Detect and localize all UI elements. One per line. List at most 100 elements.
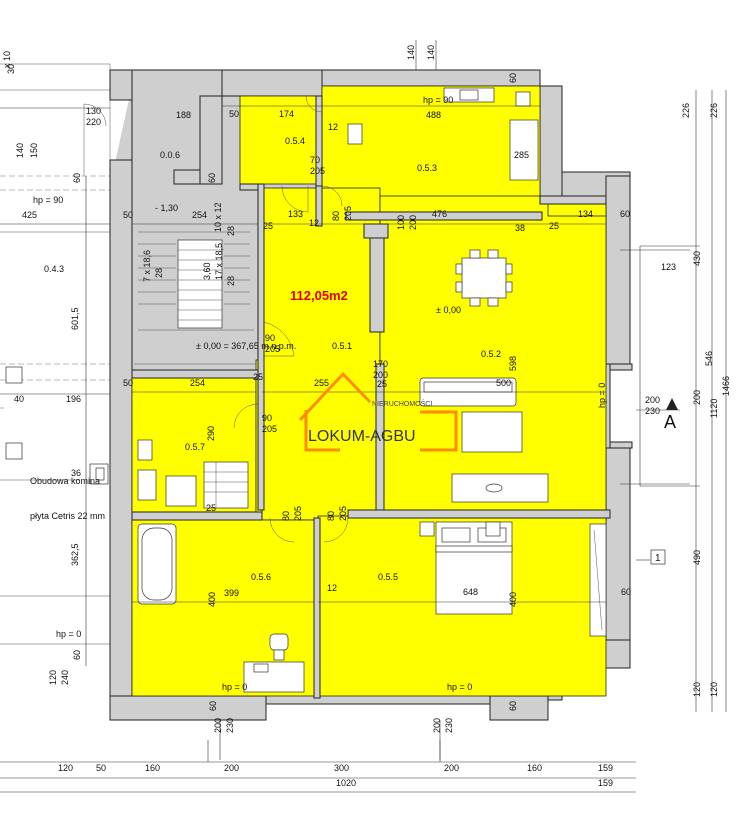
vertical-dimension-label: 290	[206, 426, 216, 441]
coffee-table	[461, 411, 523, 453]
dimension-label: 25	[206, 503, 216, 513]
vertical-dimension-label: 205	[293, 506, 303, 521]
dimension-label: 50	[123, 378, 133, 388]
room-0.5.4	[239, 95, 323, 185]
vertical-dimension-label: 120	[709, 682, 719, 697]
bathroom-sink	[137, 439, 153, 461]
dimension-label: 130	[86, 106, 101, 116]
dimension-label: 123	[661, 262, 676, 272]
dimension-label: 90	[262, 413, 272, 423]
section-mark-a: A	[664, 412, 676, 432]
dimension-label: 200	[645, 395, 660, 405]
desk	[243, 661, 305, 693]
room-labels: 0.5.10.5.20.5.30.5.40.5.50.5.60.5.70.0.6…	[44, 136, 501, 582]
dimension-label: 160	[527, 763, 542, 773]
dimension-label: 12	[309, 218, 319, 228]
dimension-label: 36	[71, 468, 81, 478]
dimension-label: 133	[288, 209, 303, 219]
doors	[83, 95, 349, 543]
dimension-label: 12	[327, 583, 337, 593]
dimension-label: 200	[444, 763, 459, 773]
dimension-label: 159	[598, 763, 613, 773]
room-label: 0.5.5	[378, 572, 398, 582]
dimension-label: 174	[279, 109, 294, 119]
dimension-label: hp = 0	[56, 629, 81, 639]
interior-walls	[131, 95, 633, 699]
dimension-label: 220	[86, 117, 101, 127]
dimension-label: 488	[426, 110, 441, 120]
dimension-label: 254	[190, 378, 205, 388]
dimension-label: hp = 90	[423, 95, 453, 105]
dimension-label: 425	[22, 210, 37, 220]
vertical-dimension-label: 120	[48, 670, 58, 685]
dimension-label: hp = 0	[447, 682, 472, 692]
vertical-dimension-label: 200	[692, 390, 702, 405]
vertical-dimension-label: 17 x 18,5	[214, 243, 224, 280]
vertical-dimension-label: 205	[343, 206, 353, 221]
dimension-label: 70	[310, 155, 320, 165]
vertical-dimension-label: 430	[692, 251, 702, 266]
vertical-dimension-label: 546	[704, 351, 714, 366]
dimension-label: 160	[145, 763, 160, 773]
dimension-label: 399	[224, 588, 239, 598]
vertical-dimension-label: 100	[396, 215, 406, 230]
dimension-label: 25	[549, 221, 559, 231]
vertical-dimension-label: 60	[208, 701, 218, 711]
dimension-label: 60	[621, 587, 631, 597]
dimension-label: 254	[192, 210, 207, 220]
vertical-dimension-label: 230	[444, 718, 454, 733]
dimension-label: hp = 0	[222, 682, 247, 692]
vertical-dimension-label: 60	[508, 701, 518, 711]
dimension-label: 60	[620, 209, 630, 219]
room-0.5.1	[261, 187, 381, 521]
vertical-dimension-label: 7 x 18,6	[142, 250, 152, 282]
dimension-label: hp = 90	[33, 195, 63, 205]
dimension-label: 205	[265, 344, 280, 354]
vertical-dimension-label: 205	[338, 506, 348, 521]
vertical-dimension-label: 60	[508, 73, 518, 83]
vertical-dimension-label: 60	[72, 173, 82, 183]
room-label: 0.5.2	[481, 349, 501, 359]
furniture	[137, 87, 607, 693]
detail-mark: 1	[655, 553, 661, 564]
staircase	[134, 231, 256, 509]
room-label: 0.5.7	[185, 442, 205, 452]
dimension-label: 12	[328, 122, 338, 132]
dimension-label: 25	[253, 372, 263, 382]
dimension-label: Obudowa komina	[30, 476, 100, 486]
dimension-label: 40	[14, 394, 24, 404]
dimension-label: 205	[262, 424, 277, 434]
vertical-dimension-label: 240	[60, 670, 70, 685]
total-area: 112,05m2	[290, 288, 348, 303]
vertical-dimension-label: 601,5	[70, 307, 80, 330]
dimension-label: 205	[310, 166, 325, 176]
dimension-label: - 1,30	[155, 203, 178, 213]
vertical-dimension-label: 150	[29, 143, 39, 158]
vertical-dimension-label: 140	[15, 143, 25, 158]
dimension-label: 38	[515, 223, 525, 233]
dimension-label: 196	[66, 394, 81, 404]
vertical-dimension-label: hp = 0	[597, 383, 607, 408]
dimension-label: 188	[176, 110, 191, 120]
vertical-dimension-label: 1466	[721, 376, 731, 396]
room-label: 0.0.6	[160, 150, 180, 160]
vertical-dimension-label: 30	[6, 64, 16, 74]
vertical-dimension-label: 28	[226, 276, 236, 286]
vertical-dimension-label: 28	[226, 226, 236, 236]
room-label: 0.5.3	[417, 163, 437, 173]
room-label: 0.5.4	[285, 136, 305, 146]
logo-tagline: NIERUCHOMOŚCI	[372, 399, 432, 408]
dimension-label: 159	[598, 778, 613, 788]
dimension-lines	[0, 40, 727, 793]
dimension-label: 50	[96, 763, 106, 773]
vertical-dimension-label: 200	[408, 215, 418, 230]
room-label: 0.4.3	[44, 264, 64, 274]
dimension-label: płyta Cetris 22 mm	[30, 511, 105, 521]
vertical-dimension-label: 230	[225, 718, 235, 733]
vertical-dimension-label: 362,5	[70, 543, 80, 566]
dimension-label: 285	[514, 150, 529, 160]
dimension-label: 500	[496, 378, 511, 388]
dining-table	[461, 257, 507, 299]
vertical-dimension-label: 28	[154, 268, 164, 278]
